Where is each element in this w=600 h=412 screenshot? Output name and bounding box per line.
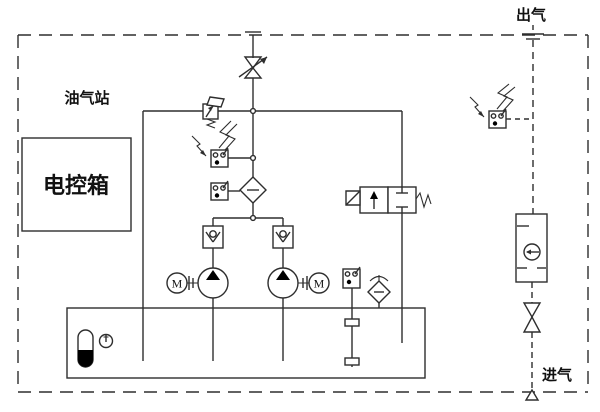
vent-throttle-valve-icon xyxy=(238,56,268,79)
breather-icon xyxy=(367,275,391,308)
directional-valve-icon xyxy=(345,186,432,214)
gas-outlet-line xyxy=(522,25,544,214)
thermometer-icon xyxy=(98,333,114,349)
motor-right-icon: M xyxy=(298,272,330,294)
motor-left-label: M xyxy=(172,277,183,291)
pump-right-icon xyxy=(267,267,299,299)
pump-left-icon xyxy=(197,267,229,299)
gas-outlet-label: 出气 xyxy=(516,6,546,24)
station-boundary xyxy=(17,34,589,393)
gas-inlet-label: 进气 xyxy=(542,366,572,384)
station-label: 油气站 xyxy=(64,89,109,107)
check-valve-left-icon xyxy=(202,225,224,249)
inlet-shutoff-valve-icon xyxy=(522,282,542,333)
flow-meter-icon xyxy=(515,213,548,283)
level-gauge-icon xyxy=(77,329,94,368)
check-valve-right-icon xyxy=(272,225,294,249)
electric-control-box: 电控箱 xyxy=(21,137,132,232)
level-switch-icon xyxy=(342,266,361,367)
control-box-label: 电控箱 xyxy=(43,173,109,198)
motor-right-label: M xyxy=(314,277,325,291)
filter-icon xyxy=(239,176,267,204)
relief-valve-icon xyxy=(202,96,225,129)
gas-inlet-line xyxy=(524,332,540,401)
motor-left-icon: M xyxy=(166,272,198,294)
oil-tank xyxy=(66,307,426,379)
pressure-switch-1-icon xyxy=(191,120,238,168)
pressure-switch-2-icon xyxy=(210,180,240,201)
main-pressure-lines xyxy=(142,31,403,361)
outlet-pressure-switch-icon xyxy=(469,83,533,129)
